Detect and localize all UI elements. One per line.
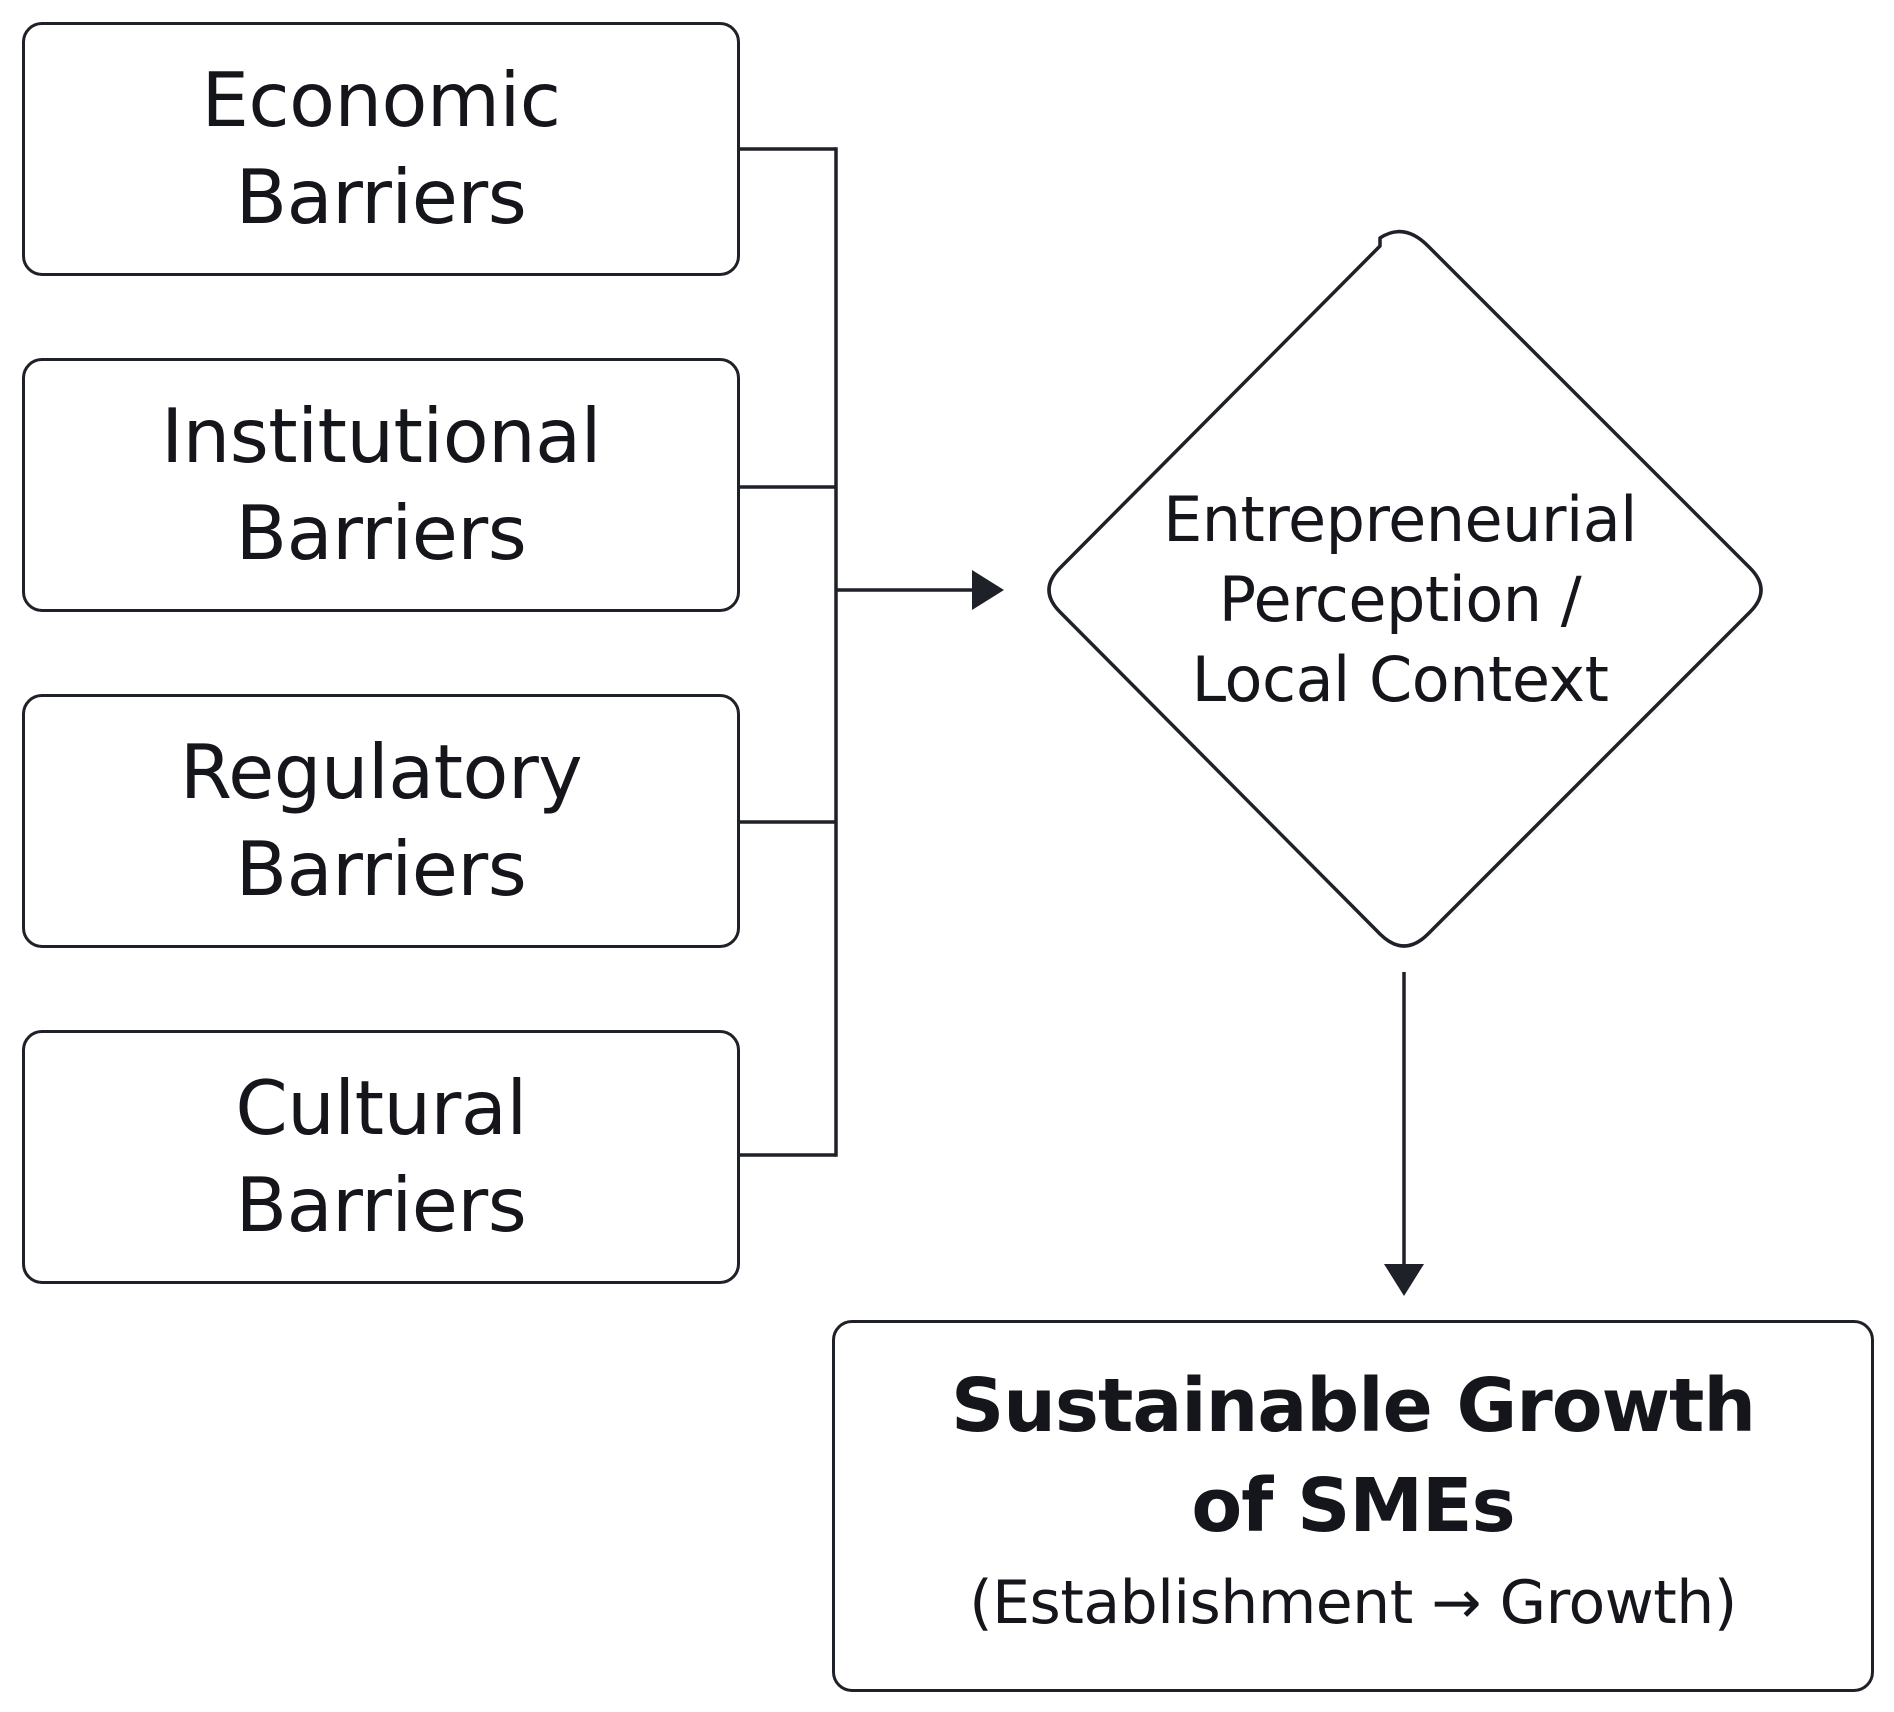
mediator-label-line1: Entrepreneurial (1163, 483, 1637, 556)
arrow-to-mediator-head (972, 570, 1004, 610)
economic-barriers-box: Economic Barriers (22, 22, 740, 276)
box-label-line1: Cultural (235, 1064, 527, 1152)
outcome-subtitle: (Establishment → Growth) (969, 1568, 1737, 1638)
box-label-line1: Institutional (161, 392, 601, 480)
box-label-line1: Economic (201, 56, 561, 144)
outcome-box: Sustainable Growth of SMEs (Establishmen… (832, 1320, 1874, 1692)
outcome-title-line1: Sustainable Growth (950, 1363, 1756, 1449)
box-label-line1: Regulatory (179, 728, 583, 816)
outcome-title-line2: of SMEs (1191, 1463, 1515, 1549)
institutional-barriers-box: Institutional Barriers (22, 358, 740, 612)
cultural-barriers-box: Cultural Barriers (22, 1030, 740, 1284)
regulatory-barriers-box: Regulatory Barriers (22, 694, 740, 948)
mediator-label-line2: Perception / (1218, 563, 1582, 636)
box-label-line2: Barriers (235, 153, 527, 241)
mediator-diamond (1047, 229, 1763, 948)
arrow-to-outcome-head (1384, 1264, 1424, 1296)
box-label-line2: Barriers (235, 825, 527, 913)
mediator-label-line3: Local Context (1191, 643, 1609, 716)
box-label-line2: Barriers (235, 489, 527, 577)
box-label-line2: Barriers (235, 1161, 527, 1249)
mediator-label: Entrepreneurial Perception / Local Conte… (1100, 480, 1700, 720)
